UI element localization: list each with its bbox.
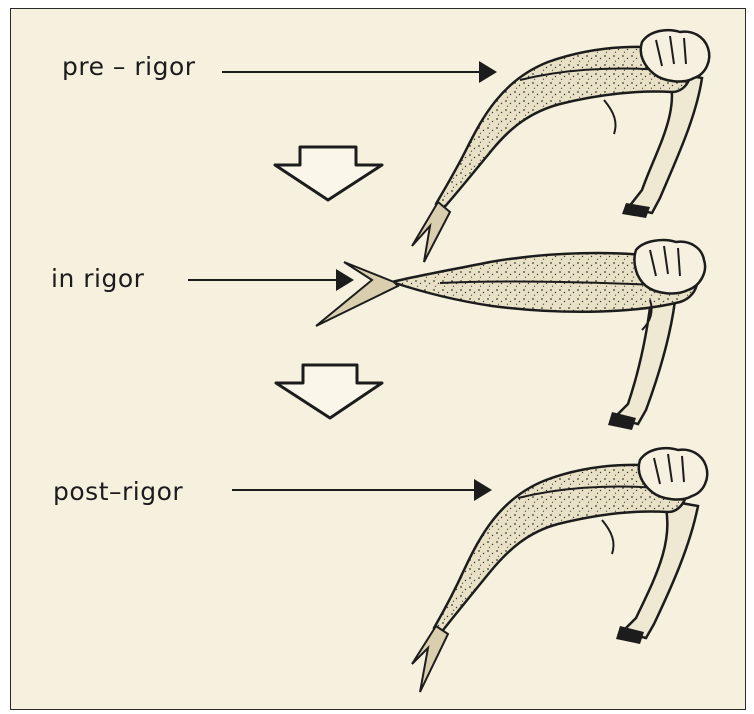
- label-post-rigor: post–rigor: [53, 477, 183, 506]
- down-arrow-icon: [276, 365, 382, 418]
- fish-post-rigor: [412, 465, 688, 692]
- label-pre-rigor: pre – rigor: [62, 52, 196, 81]
- pointer-arrow-pre: [222, 61, 497, 83]
- pointer-arrow-post: [232, 479, 492, 501]
- label-in-rigor: in rigor: [51, 264, 144, 293]
- down-arrow-icon: [275, 147, 382, 200]
- hand-icon: [634, 240, 705, 293]
- fish-pre-rigor: [412, 47, 692, 262]
- arm-pre: [622, 72, 702, 218]
- pointer-arrow-in: [188, 269, 354, 291]
- arm-post: [616, 500, 698, 644]
